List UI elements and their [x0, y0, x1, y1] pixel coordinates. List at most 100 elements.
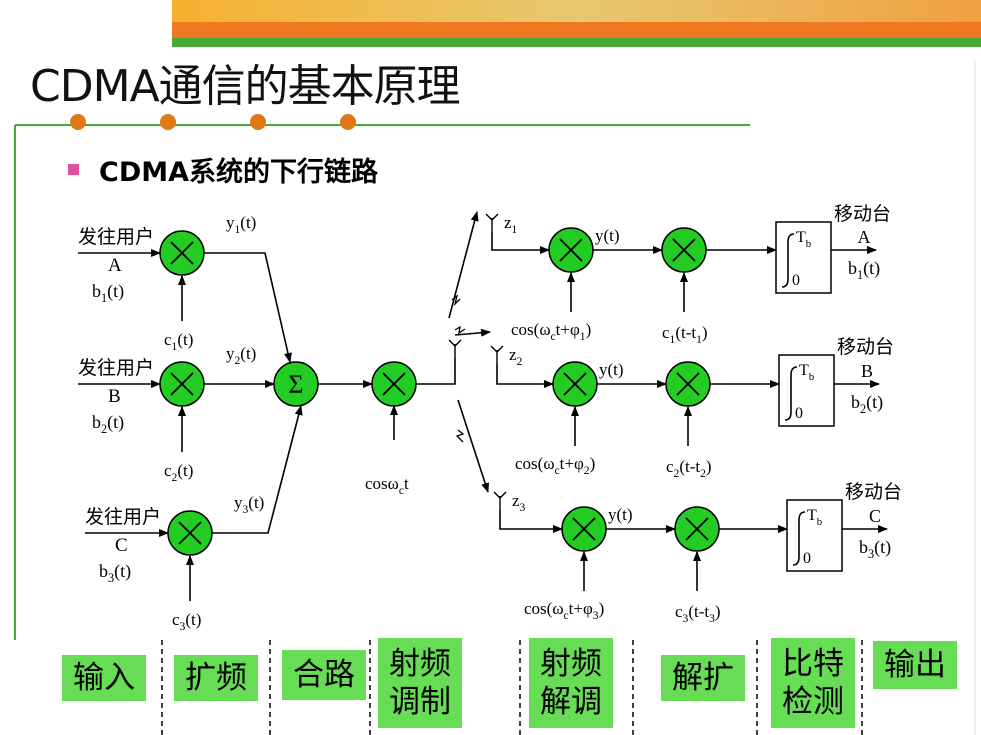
despreading-mixer: [661, 227, 707, 273]
spreading-mixer: [159, 361, 205, 407]
sum-symbol: Σ: [288, 370, 303, 399]
carrier-label: cosωct: [365, 474, 409, 497]
radio-link-arrow: [448, 211, 479, 319]
header-orange-stripe: [172, 22, 981, 38]
mobile-station-label: 移动台: [837, 336, 894, 358]
received-signal-wire: [496, 364, 554, 388]
integral-lower-limit: 0: [792, 272, 800, 289]
rf-demodulator-mixer: [561, 506, 607, 552]
integral-lower-limit: 0: [803, 550, 811, 567]
radio-link-arrow: [457, 399, 490, 493]
bullet-square-icon: [68, 164, 79, 175]
rf-demodulator-mixer: [552, 361, 598, 407]
page-title: CDMA通信的基本原理: [30, 61, 461, 112]
output-user-name: B: [861, 361, 873, 381]
header-green-stripe: [172, 38, 981, 47]
title-dot: [70, 114, 86, 130]
received-signal-label: z1: [504, 213, 518, 236]
receive-antenna-icon: [485, 213, 499, 232]
spread-output-label: y3(t): [234, 493, 264, 516]
nodes: [159, 213, 843, 572]
receive-antenna-icon: [490, 345, 504, 364]
stage-label: 扩频: [174, 655, 258, 701]
input-user-name: A: [108, 255, 122, 276]
bullet-item: CDMA系统的下行链路: [68, 150, 378, 189]
input-user-label: 发往用户: [78, 226, 154, 248]
stage-label: 输入: [62, 655, 146, 701]
title-dot: [160, 114, 176, 130]
signal-wires: [78, 211, 888, 601]
input-user-name: C: [115, 535, 128, 556]
integrator-block: [775, 221, 832, 294]
radio-link-arrow: [454, 328, 491, 337]
spread-output-label: y1(t): [226, 213, 256, 236]
output-bits-label: b1(t): [848, 258, 880, 282]
input-user-label: 发往用户: [85, 506, 161, 528]
rf-demodulator-mixer: [548, 227, 594, 273]
output-user-name: C: [869, 506, 881, 526]
input-bits-label: b1(t): [92, 281, 124, 305]
received-signal-wire: [499, 510, 563, 533]
transmit-antenna-icon: [448, 339, 462, 358]
despread-code-label: c3(t-t3): [675, 602, 721, 625]
spread-output-label: y2(t): [226, 344, 256, 367]
output-bits-label: b3(t): [859, 537, 891, 561]
radio-wave-icon: [454, 325, 466, 335]
integral-upper-limit: Tb: [807, 507, 823, 528]
baseband-label: y(t): [599, 360, 624, 379]
stage-label: 合路: [282, 650, 366, 700]
rf-modulator-mixer: [371, 361, 417, 407]
stage-label: 输出: [873, 641, 957, 689]
receive-antenna-icon: [493, 491, 507, 510]
despreading-mixer: [674, 506, 720, 552]
spread-output-wire: [204, 252, 292, 363]
stage-label: 射频 解调: [529, 638, 613, 728]
input-user-name: B: [108, 386, 121, 407]
input-bits-label: b2(t): [92, 412, 124, 436]
integrator-block: [778, 354, 835, 427]
despreading-mixer: [665, 361, 711, 407]
input-user-label: 发往用户: [78, 357, 154, 379]
spread-code-label: c1(t): [164, 330, 193, 353]
spread-output-wire: [212, 405, 303, 534]
local-carrier-label: cos(ωct+φ3): [524, 599, 604, 622]
labels: 发往用户 Ab1(t) c1(t) y1(t) 发往用户 Bb2(t) c2(t) y2(t)…: [78, 203, 902, 633]
stage-label: 比特 检测: [771, 638, 855, 728]
spreading-mixer: [167, 510, 213, 556]
input-bits-label: b3(t): [99, 561, 131, 585]
radio-wave-icon: [455, 429, 465, 443]
stage-label: 解扩: [661, 655, 745, 701]
local-carrier-label: cos(ωct+φ2): [515, 454, 595, 477]
integral-upper-limit: Tb: [796, 229, 812, 250]
spread-code-label: c3(t): [172, 610, 201, 633]
radio-wave-icon: [451, 294, 461, 307]
baseband-label: y(t): [608, 505, 633, 524]
received-signal-wire: [491, 232, 550, 254]
integrator-block: [786, 499, 843, 572]
stage-label: 射频 调制: [378, 638, 462, 728]
received-signal-label: z2: [509, 345, 523, 368]
integral-upper-limit: Tb: [799, 362, 815, 383]
baseband-label: y(t): [595, 226, 620, 245]
title-dot: [340, 114, 356, 130]
despread-code-label: c2(t-t2): [666, 457, 712, 480]
mobile-station-label: 移动台: [845, 481, 902, 503]
received-signal-label: z3: [512, 491, 526, 514]
local-carrier-label: cos(ωct+φ1): [511, 320, 591, 343]
bullet-text: CDMA系统的下行链路: [99, 157, 378, 188]
title-dot: [250, 114, 266, 130]
despread-code-label: c1(t-t1): [662, 323, 708, 346]
summing-node: [273, 361, 319, 407]
antenna-feed-wire: [416, 358, 456, 385]
output-bits-label: b2(t): [851, 392, 883, 416]
spreading-mixer: [159, 230, 205, 276]
integral-lower-limit: 0: [795, 405, 803, 422]
output-user-name: A: [858, 227, 871, 247]
mobile-station-label: 移动台: [834, 203, 891, 225]
header-banner-image: [172, 0, 981, 22]
spread-code-label: c2(t): [164, 461, 193, 484]
